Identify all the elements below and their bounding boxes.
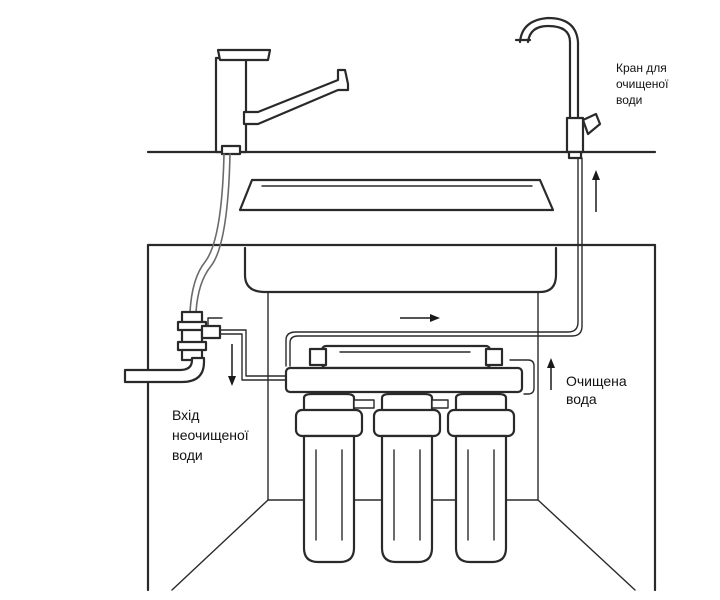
main-faucet-lever: [216, 48, 272, 62]
filter-housing-2: [372, 392, 442, 564]
tee-side-outlet: [200, 324, 222, 340]
inlet-label-line3: води: [172, 447, 203, 463]
inlet-line-b: [219, 333, 293, 381]
sink: [238, 178, 558, 294]
inline-cartridge-cap-left: [308, 347, 328, 367]
inlet-line-a: [219, 329, 293, 377]
tee-valve-handle: [207, 317, 223, 327]
flow-arrows: [228, 170, 600, 390]
housing-1-body: [302, 434, 356, 564]
clean-faucet-neck-outer: [518, 16, 580, 122]
sink-bowl: [243, 246, 558, 294]
main-faucet-spout: [242, 68, 350, 126]
faucet-hose-b: [195, 153, 231, 313]
sink-rim: [238, 178, 555, 212]
outlet-label-line1: Очищена: [566, 373, 627, 389]
inlet-label-line2: неочищеної: [172, 427, 249, 443]
outlet-label-line2: вода: [566, 391, 597, 407]
housing-2-cap-top: [380, 392, 434, 414]
inline-cartridge: [320, 344, 492, 370]
arrow-right-icon: [430, 314, 440, 322]
inlet-label-line1: Вхід: [172, 407, 199, 423]
housing-3-cap-ring: [446, 408, 516, 438]
clean-faucet-neck-inner: [526, 24, 572, 122]
outlet-line-b: [289, 157, 583, 367]
housing-2-body: [380, 434, 434, 564]
clean-faucet-body: [565, 116, 585, 154]
filter-system: [284, 344, 524, 564]
pipes: [123, 153, 583, 395]
tee-fitting: [180, 310, 204, 362]
tee-ring-bottom: [176, 340, 208, 352]
clean-faucet-base: [567, 150, 583, 160]
outlet-line-a: [285, 157, 579, 367]
housing-3-body: [454, 434, 508, 564]
inline-cartridge-cap-right: [484, 347, 504, 367]
mounting-bracket: [284, 366, 524, 394]
connector-2-3: [431, 399, 449, 409]
floor-left-line: [171, 499, 269, 591]
arrow-up-faucet-icon: [592, 170, 600, 180]
arrow-up-outlet-icon: [547, 358, 555, 368]
clean-faucet-handle: [581, 112, 602, 136]
main-faucet: [214, 48, 350, 156]
supply-pipe: [123, 356, 206, 384]
main-faucet-body: [214, 56, 248, 154]
housing-1-cap-ring: [294, 408, 364, 438]
filter-housing-1: [294, 392, 364, 564]
housing-1-cap-top: [302, 392, 356, 414]
outlet-loop: [509, 359, 535, 395]
connector-1-2: [353, 399, 375, 409]
faucet-label-line3: води: [616, 93, 642, 107]
faucet-label-line2: очищеної: [616, 77, 669, 91]
clean-water-faucet: [514, 16, 602, 160]
floor-right-line: [537, 499, 636, 591]
main-faucet-base: [220, 144, 242, 156]
labels: Кран для очищеної води Вхід неочищеної в…: [172, 61, 669, 463]
housing-2-cap-ring: [372, 408, 442, 438]
faucet-label-line1: Кран для: [616, 61, 667, 75]
housing-3-cap-top: [454, 392, 508, 414]
filter-housing-3: [446, 392, 516, 564]
arrow-down-inlet-icon: [228, 376, 236, 386]
faucet-hose-a: [189, 153, 225, 313]
